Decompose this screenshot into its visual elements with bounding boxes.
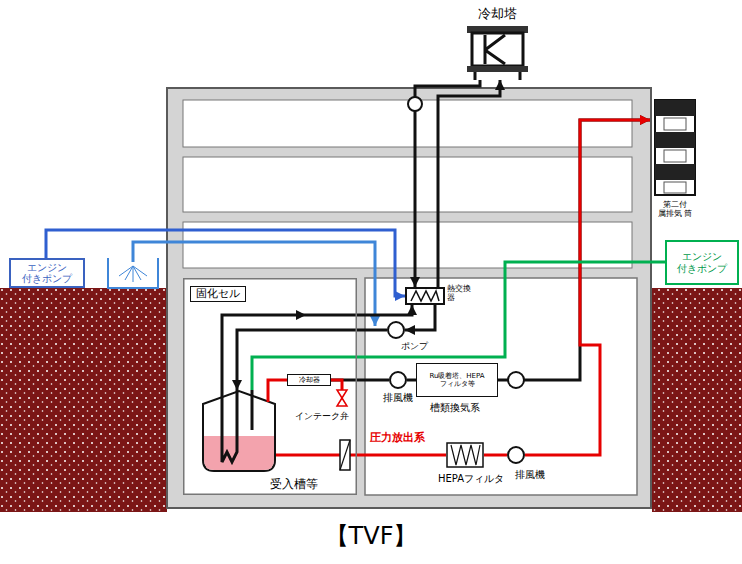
stack-label: 第二付 属排気 筒 — [656, 200, 694, 218]
pump-symbol-shape — [387, 321, 405, 339]
rupture-disk — [340, 440, 350, 470]
engine-pump-box: エンジン 付きポンプ — [9, 258, 85, 288]
pipe-line — [237, 330, 387, 390]
diagram-title: 【TVF】 — [0, 520, 742, 552]
engine-pump-box: エンジン 付きポンプ — [665, 240, 739, 285]
water-tank — [108, 258, 158, 288]
intake-valve-shape — [337, 390, 347, 406]
cell-floor — [183, 278, 357, 495]
pipe-line — [405, 305, 435, 330]
pipe-line — [438, 80, 500, 287]
exhaust-fan-shape — [507, 446, 525, 464]
box-label: 冷却器 — [299, 376, 320, 384]
hepa-filter-shape — [446, 442, 484, 468]
exhaust-fan: 排風機 — [389, 371, 407, 389]
system-label: 圧力放出系 — [370, 430, 425, 445]
heat-exchanger: 熱交換 器 — [405, 287, 445, 305]
pipe-line — [484, 454, 507, 457]
fan-label: 排風機 — [515, 468, 545, 482]
heat-exchanger-shape — [405, 287, 445, 305]
box-label: エンジン 付きポンプ — [667, 251, 737, 274]
system-label: 槽類換気系 — [430, 401, 480, 415]
floor-band — [183, 157, 632, 212]
pipe-line — [268, 380, 287, 390]
water-supply-line — [133, 242, 375, 326]
pipe-line — [498, 120, 650, 380]
receiving-tank: 受入槽等 — [203, 390, 275, 472]
cooling-tower: 冷却塔 — [455, 6, 540, 80]
floor-band — [183, 100, 632, 147]
pipe-line — [275, 454, 446, 457]
fan-label: 排風機 — [383, 391, 413, 405]
fan-symbol — [508, 372, 524, 388]
exhaust-fan-shape — [389, 371, 407, 389]
solidification-cell: 固化セル受入槽等 冷却器インテーク弁 — [183, 278, 357, 495]
room-heading: 固化セル — [190, 286, 246, 302]
exchanger-label: 熱交換 器 — [447, 284, 473, 302]
exhaust-fan: 排風機 — [507, 446, 525, 464]
tower-label: 冷却塔 — [455, 6, 540, 22]
ground — [652, 288, 742, 512]
valve-label: インテーク弁 — [295, 410, 349, 423]
tank-label: 受入槽等 — [270, 476, 318, 493]
intake-valve: インテーク弁 — [337, 390, 347, 406]
pump-label: ポンプ — [401, 340, 428, 353]
pump-symbol — [408, 97, 422, 111]
ground — [0, 288, 167, 512]
pipe-line — [331, 380, 342, 390]
box-label: Ru吸着塔、HEPA フィルタ等 — [417, 372, 497, 389]
hepa-filter: HEPAフィルタ — [446, 442, 484, 468]
pipe-line — [525, 120, 650, 455]
filter-box: Ru吸着塔、HEPA フィルタ等 — [416, 363, 498, 397]
pipe-line — [415, 80, 480, 287]
pump-symbol: ポンプ — [387, 321, 405, 339]
exhaust-stack: 第二付 属排気 筒 — [650, 100, 700, 230]
building — [167, 88, 651, 508]
equipment-room — [365, 278, 637, 495]
water-spray — [119, 266, 147, 282]
filter-label: HEPAフィルタ — [438, 472, 504, 486]
flow-arrow — [296, 310, 306, 320]
rupture-disk — [340, 440, 350, 470]
receiving-tank-shape — [203, 390, 275, 472]
box-label: エンジン 付きポンプ — [11, 262, 83, 285]
pipe-line — [407, 379, 416, 382]
cooler-box: 冷却器 — [287, 374, 331, 386]
